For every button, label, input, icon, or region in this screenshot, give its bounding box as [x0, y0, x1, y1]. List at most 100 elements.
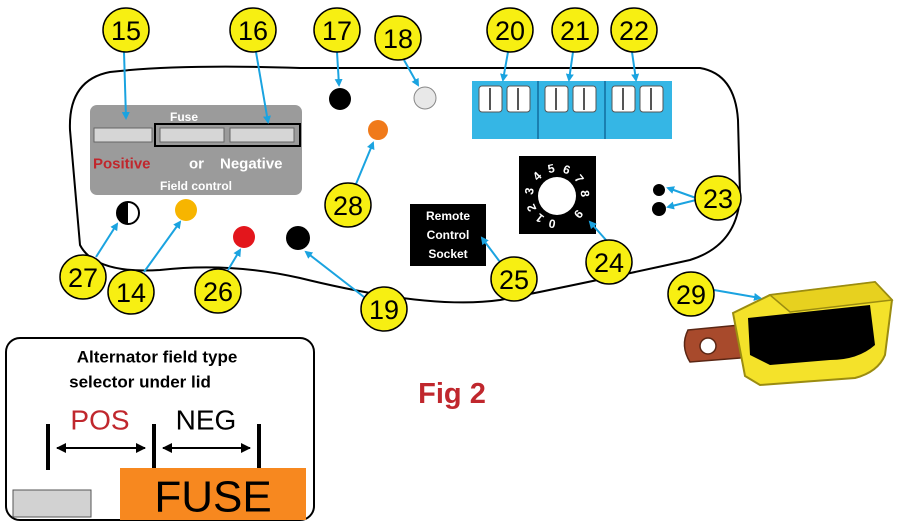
callout-number: 20	[495, 16, 525, 46]
callout-bubble	[694, 175, 742, 221]
callout-28: 28	[324, 182, 372, 228]
field-control-label: Field control	[160, 179, 232, 193]
rotary-digit: 0	[547, 216, 556, 231]
callout-bubble	[102, 7, 150, 53]
callout-arrow-16	[255, 51, 271, 124]
rotary-digit: 3	[522, 186, 537, 195]
callout-arrow-18	[403, 59, 419, 87]
socket-label: Socket	[428, 247, 467, 261]
callout-17: 17	[313, 7, 361, 53]
pos-label: POS	[70, 405, 129, 436]
terminal-screw-icon	[544, 85, 569, 113]
callout-bubble	[324, 182, 372, 228]
callout-18: 18	[374, 15, 422, 61]
callout-number: 28	[333, 191, 363, 221]
callout-bubble	[59, 254, 107, 300]
inset-fuse-block	[120, 468, 306, 520]
callout-15: 15	[102, 7, 150, 53]
callout-bubble	[667, 271, 715, 317]
callout-number: 27	[68, 263, 98, 293]
positive-fuse-slot	[93, 127, 153, 143]
callout-number: 14	[116, 278, 146, 308]
callout-number: 17	[322, 16, 352, 46]
callout-26: 26	[194, 268, 242, 314]
terminal-blocks	[472, 81, 672, 139]
callout-bubble	[360, 286, 408, 332]
led-red-26	[233, 226, 255, 248]
field-control-panel: Fuse Positive or Negative Field control	[90, 105, 302, 195]
or-label: or	[189, 156, 204, 173]
callout-number: 26	[203, 277, 233, 307]
callout-arrow-14	[143, 220, 182, 273]
callout-bubble	[610, 7, 658, 53]
positive-label: Positive	[93, 156, 151, 173]
callout-bubble	[107, 269, 155, 315]
callout-bubble	[194, 268, 242, 314]
callout-bubble	[486, 7, 534, 53]
controller-housing	[68, 65, 742, 304]
callout-21: 21	[551, 7, 599, 53]
callout-bubble	[374, 15, 422, 61]
terminal-screw-icon	[639, 85, 664, 113]
callout-arrow-27	[95, 222, 119, 258]
callout-arrow-23-1	[666, 186, 697, 199]
half-circle-indicator-27	[116, 201, 140, 225]
callout-bubble	[490, 256, 538, 302]
terminal-screw-icon	[506, 85, 531, 113]
callout-number: 22	[619, 16, 649, 46]
callout-bubble	[313, 7, 361, 53]
callout-20: 20	[486, 7, 534, 53]
callout-bubble	[229, 7, 277, 53]
led-black-17	[329, 88, 351, 110]
callout-25: 25	[490, 256, 538, 302]
callout-arrow-17	[334, 51, 343, 87]
callout-arrow-15	[121, 51, 130, 120]
led-small-23b	[652, 202, 666, 216]
callout-number: 25	[499, 265, 529, 295]
callout-arrow-29	[713, 289, 762, 301]
fuse-holder-frame	[154, 123, 301, 147]
callout-number: 19	[369, 295, 399, 325]
callout-24: 24	[585, 239, 633, 285]
callout-arrow-21	[565, 51, 574, 82]
led-orange-28	[368, 120, 388, 140]
remote-label: Remote	[426, 209, 470, 223]
field-type-selector-inset: Alternator field type selector under lid…	[5, 337, 315, 522]
callout-arrow-23-2	[666, 199, 697, 210]
callout-27: 27	[59, 254, 107, 300]
inset-title-line1: Alternator field type	[77, 348, 238, 367]
fuse-slot-left	[159, 127, 225, 143]
callout-23: 23	[694, 175, 742, 221]
callout-22: 22	[610, 7, 658, 53]
led-black-19	[286, 226, 310, 250]
rotary-digit: 6	[561, 162, 572, 178]
neg-label: NEG	[176, 405, 237, 436]
figure-label: Fig 2	[418, 378, 486, 410]
callout-arrow-25	[480, 236, 501, 263]
callout-arrow-28	[355, 141, 375, 185]
callout-number: 16	[238, 16, 268, 46]
fuse-holder-29	[683, 280, 894, 387]
callout-19: 19	[360, 286, 408, 332]
callout-arrow-26	[227, 248, 242, 271]
callout-arrow-22	[631, 51, 640, 82]
callout-arrow-20	[500, 51, 509, 82]
callout-number: 24	[594, 248, 624, 278]
callout-number: 29	[676, 280, 706, 310]
remote-control-socket: Remote Control Socket	[410, 204, 486, 266]
callout-number: 23	[703, 184, 733, 214]
inset-spare-slot	[12, 489, 92, 518]
led-small-23a	[653, 184, 665, 196]
led-yellow-14	[175, 199, 197, 221]
control-label: Control	[427, 228, 470, 242]
inset-fuse-label: FUSE	[154, 473, 271, 522]
terminal-screw-icon	[478, 85, 503, 113]
callout-arrow-24	[588, 220, 607, 241]
callout-bubble	[585, 239, 633, 285]
rotary-digit: 5	[546, 161, 556, 176]
callout-number: 15	[111, 16, 141, 46]
callout-number: 21	[560, 16, 590, 46]
inset-title-line2: selector under lid	[69, 373, 211, 392]
